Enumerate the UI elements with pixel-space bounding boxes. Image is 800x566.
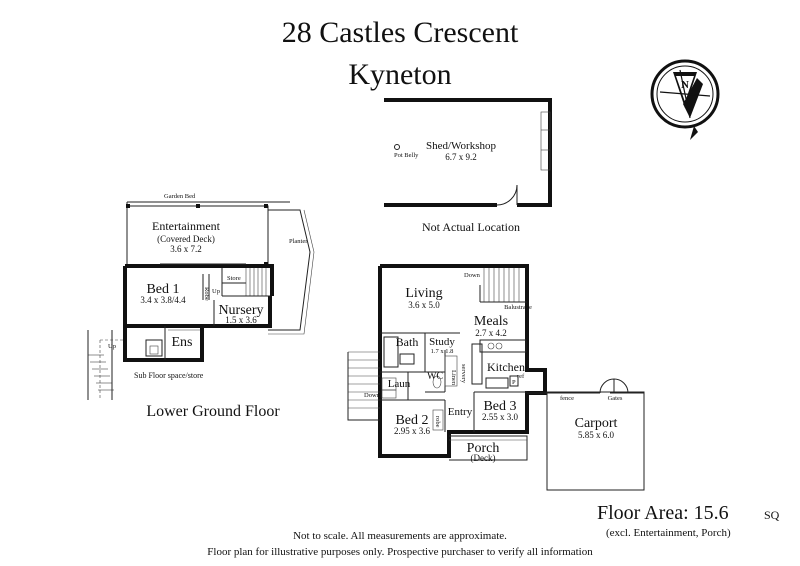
lower-ground-floor: Garden Bed Planter Entertainment (Covere…: [87, 193, 315, 400]
shed-size: 6.7 x 9.2: [445, 152, 477, 162]
sub-floor-label: Sub Floor space/store: [134, 371, 204, 380]
pot-belly-label: Pot Belly: [394, 152, 419, 159]
main-floor: Down Balustrade Living 3.6 x 5.0 Meals 2…: [347, 264, 645, 491]
bath-label: Bath: [396, 335, 419, 349]
kitchen-label: Kitchen: [487, 360, 525, 374]
fence-label: fence: [560, 395, 574, 402]
meals-size: 2.7 x 4.2: [475, 328, 507, 338]
floor-area-note: (excl. Entertainment, Porch): [606, 527, 731, 539]
nursery-size: 1.5 x 3.6: [225, 315, 257, 325]
not-actual-location-note: Not Actual Location: [422, 220, 520, 234]
gates-label: Gates: [608, 395, 623, 402]
bed2-label: Bed 2: [395, 413, 428, 428]
stairs-down-label-2: Down: [364, 392, 381, 399]
north-arrow-compass-icon: N: [650, 59, 720, 140]
balustrade-label: Balustrade: [504, 304, 532, 311]
entertainment-size: 3.6 x 7.2: [170, 244, 202, 254]
property-address-title: 28 Castles Crescent: [282, 16, 519, 49]
porch-sub: (Deck): [471, 453, 496, 463]
bed2-size: 2.95 x 3.6: [394, 426, 431, 436]
entry-label: Entry: [448, 406, 473, 418]
living-size: 3.6 x 5.0: [408, 300, 440, 310]
laundry-label: Laun: [388, 378, 411, 390]
servery-label: servery: [460, 364, 467, 384]
study-label: Study: [429, 336, 455, 348]
up-label: Up: [212, 288, 220, 295]
wc-label: WC: [427, 371, 443, 382]
carport-label: Carport: [575, 416, 618, 431]
garden-bed-label: Garden Bed: [164, 193, 196, 200]
ref-label: ref: [517, 373, 525, 380]
entertainment-sub: (Covered Deck): [157, 234, 215, 244]
disclaimer-line-1: Not to scale. All measurements are appro…: [293, 530, 507, 542]
nursery-label: Nursery: [218, 303, 263, 318]
lower-ground-floor-caption: Lower Ground Floor: [146, 403, 280, 420]
property-suburb-title: Kyneton: [348, 58, 451, 91]
disclaimer-line-2: Floor plan for illustrative purposes onl…: [207, 546, 593, 558]
shed-workshop: Shed/Workshop 6.7 x 9.2 Pot Belly: [384, 98, 552, 207]
floor-area-label: Floor Area: 15.6: [597, 502, 729, 524]
pantry-label: P: [512, 379, 516, 386]
bed1-size: 3.4 x 3.8/4.4: [140, 295, 186, 305]
shed-label: Shed/Workshop: [426, 140, 497, 152]
floor-area-unit: SQ: [764, 508, 780, 522]
robe-label: Robe: [203, 287, 210, 301]
linen-label: Linen: [450, 370, 457, 386]
entertainment-label: Entertainment: [152, 219, 221, 233]
living-label: Living: [405, 286, 442, 301]
bed3-label: Bed 3: [483, 399, 516, 414]
study-size: 1.7 x 1.8: [431, 348, 454, 355]
carport-size: 5.85 x 6.0: [578, 430, 615, 440]
planter-label: Planter: [289, 238, 308, 245]
bed3-size: 2.55 x 3.0: [482, 412, 519, 422]
north-label: N: [681, 79, 689, 91]
meals-label: Meals: [474, 314, 508, 329]
ensuite-label: Ens: [172, 335, 193, 350]
store-label: Store: [227, 275, 241, 282]
stairs-down-label: Down: [464, 272, 481, 279]
bed2-robe-label: robe: [434, 416, 441, 428]
porch-label: Porch: [467, 441, 500, 456]
bed1-label: Bed 1: [146, 282, 179, 297]
up-label-2: Up: [108, 343, 116, 350]
